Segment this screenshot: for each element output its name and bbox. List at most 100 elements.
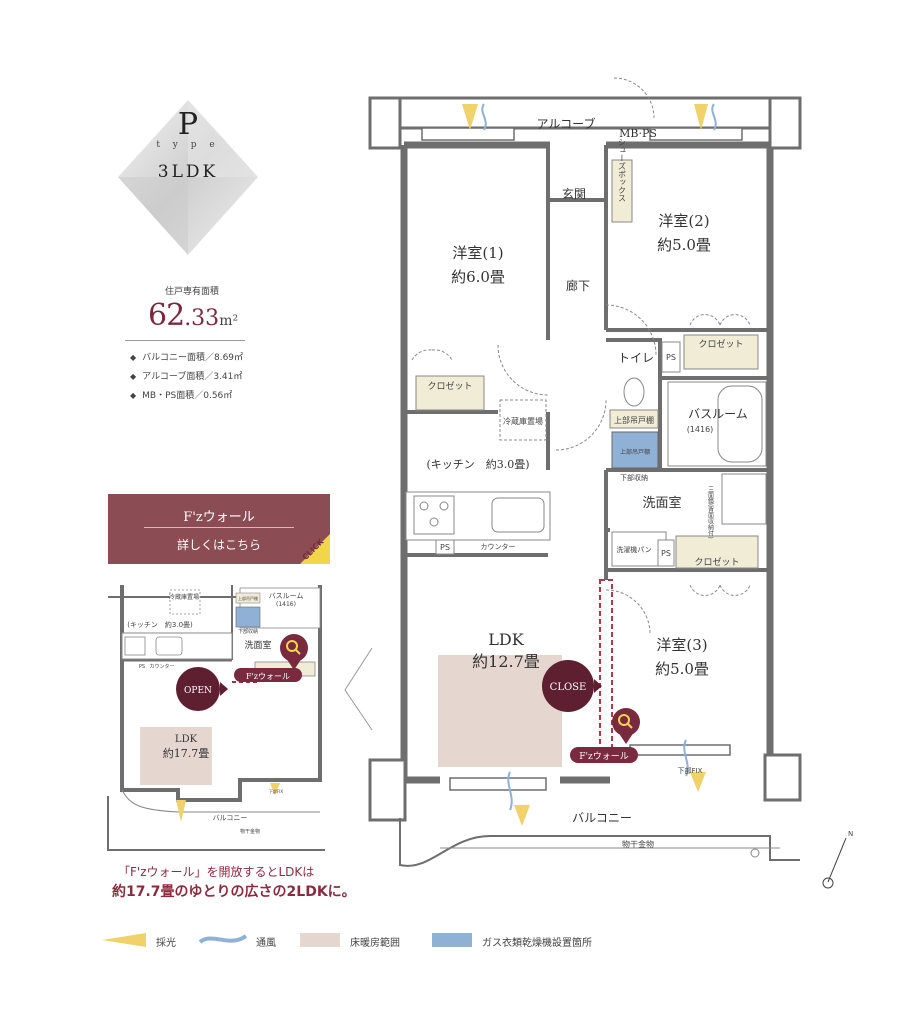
floor-heating-area (438, 655, 562, 767)
kitchen-label: (キッチン 約3.0畳) (426, 457, 529, 471)
inset-lower-storage: 下部収納 (238, 628, 258, 635)
western1-name: 洋室(1) (452, 244, 503, 262)
svg-text:クロゼット: クロゼット (698, 338, 743, 350)
area-value: 62.33m² (148, 298, 238, 333)
shoe-box (611, 159, 633, 223)
balcony-area: ◆バルコニー面積／8.69㎡ (130, 353, 244, 363)
bathroom-label: バスルーム (688, 407, 748, 421)
type-caption: t y p e (156, 140, 220, 150)
inset-fz-tag: F'zウォール (246, 672, 290, 681)
magnifier-icon (286, 640, 298, 652)
ps-label-3: PS (661, 549, 671, 558)
fz-wall-pin[interactable]: F'zウォール (570, 708, 640, 763)
triple-mirror-label: 三面鏡(背面収納付) (707, 486, 714, 539)
fz-wall-subtitle: 詳しくはこちら (176, 538, 261, 552)
washroom-label: 洗面室 (642, 495, 681, 511)
inset-plan: 冷蔵庫置場 バスルーム (1416) 上部吊戸棚 (キッチン 約3.0畳) 下部… (107, 585, 373, 851)
open-label: OPEN (184, 686, 212, 696)
type-badge-text: P t y p e 3LDK (118, 107, 258, 183)
area-divider (125, 340, 245, 341)
stove (413, 495, 455, 535)
closet-3: クロゼット (675, 535, 759, 569)
sink (491, 497, 545, 533)
diamond-bullet-icon: ◆ (130, 353, 137, 362)
fz-wall-details-button[interactable]: F'zウォール 詳しくはこちら CLICK (108, 494, 330, 564)
wind-indicator-icon (481, 103, 717, 811)
inset-fridge-label: 冷蔵庫置場 (169, 593, 199, 601)
ldk-name: LDK (488, 630, 524, 649)
compass-n: N (848, 830, 853, 838)
closet-1: クロゼット (415, 375, 485, 411)
open-button[interactable]: OPEN (176, 667, 220, 711)
area-value-int: 62 (148, 298, 185, 333)
inset-upper-cabinet: 上部吊戸棚 (238, 595, 258, 601)
balcony-label: バルコニー (572, 811, 632, 825)
ldk-size: 約12.7畳 (472, 652, 540, 671)
inset-ps-label: PS (139, 664, 145, 670)
western2-size: 約5.0畳 (657, 236, 711, 254)
vanity (721, 473, 767, 525)
close-button[interactable]: CLOSE (542, 660, 594, 712)
caption-line1: 「F'zウォール」を開放するとLDKは (118, 865, 315, 879)
shoe-box-label: シューズボックス (618, 138, 627, 202)
western1-size: 約6.0畳 (451, 268, 505, 286)
inset-washroom-label: 洗面室 (244, 639, 271, 651)
close-label: CLOSE (550, 682, 587, 693)
inset-bathroom-label: バスルーム (269, 592, 304, 600)
fz-wall-divider (144, 527, 294, 528)
closet-2: クロゼット (683, 334, 759, 370)
inset-ldk-name: LDK (175, 734, 198, 745)
entrance-label: 玄関 (562, 186, 586, 201)
svg-text:クロゼット: クロゼット (694, 556, 739, 568)
fz-tag-label: F'zウォール (579, 751, 628, 762)
upper-cabinet-label-2: 上部吊戸棚 (620, 448, 650, 456)
alcove-label: アルコーブ (537, 116, 596, 131)
diamond-bullet-icon: ◆ (130, 391, 137, 400)
gas-dryer-spot (611, 431, 659, 469)
western3-size: 約5.0畳 (655, 660, 709, 678)
inset-balcony-label: バルコニー (213, 814, 248, 822)
area-unit: m² (219, 313, 239, 329)
mbps-area: ◆MB・PS面積／0.56㎡ (130, 391, 233, 401)
layout-type: 3LDK (157, 162, 219, 182)
inset-floor-heating (140, 727, 212, 785)
inset-fz-pin[interactable]: F'zウォール (234, 634, 308, 682)
svg-text:クロゼット: クロゼット (427, 380, 472, 392)
legend-floor-heating-label: 床暖房範囲 (350, 938, 400, 949)
fz-wall-title: F'zウォール (183, 510, 255, 525)
inset-drying-hardware: 物干金物 (240, 828, 260, 835)
inset-counter-label: カウンター (149, 663, 174, 670)
drying-hardware-label: 物干金物 (622, 839, 654, 849)
light-indicator-icon (462, 104, 708, 826)
western3-name: 洋室(3) (656, 636, 707, 654)
type-letter: P (177, 107, 199, 142)
inset-ldk-size: 約17.7畳 (163, 746, 210, 760)
counter-label: カウンター (481, 542, 516, 551)
area-label: 住戸専有面積 (165, 287, 220, 297)
washer-pan-label: 洗濯機パン (616, 545, 651, 554)
click-corner (300, 534, 330, 564)
fz-wall-outline (599, 579, 613, 751)
inset-lower-fix: 下部FIX (269, 788, 283, 794)
legend-wind-icon (198, 934, 248, 944)
legend-light-icon (102, 933, 146, 947)
legend-floor-heating-swatch (300, 933, 340, 947)
diamond-bullet-icon: ◆ (130, 372, 137, 381)
bath-size-label: (1416) (687, 425, 714, 434)
ps-label-1: PS (666, 353, 676, 362)
area-value-dec: .33 (184, 306, 220, 331)
mbps-label: MB·PS (619, 127, 657, 140)
ps-label-2: PS (440, 543, 450, 552)
toilet-label: トイレ (618, 351, 654, 365)
lower-fix-label: 下部FIX (678, 766, 703, 775)
upper-cabinet-label: 上部吊戸棚 (614, 415, 654, 425)
inset-bath-size: (1416) (276, 601, 296, 608)
hallway-label: 廊下 (566, 278, 590, 293)
inset-kitchen-label: (キッチン 約3.0畳) (127, 620, 193, 629)
legend-wind-label: 通風 (256, 938, 276, 949)
magnifier-icon (618, 714, 630, 726)
legend-light-label: 採光 (156, 938, 176, 949)
compass-icon: N (822, 830, 853, 889)
main-plan: クロゼット クロゼット クロゼット シューズボックス (368, 77, 853, 889)
